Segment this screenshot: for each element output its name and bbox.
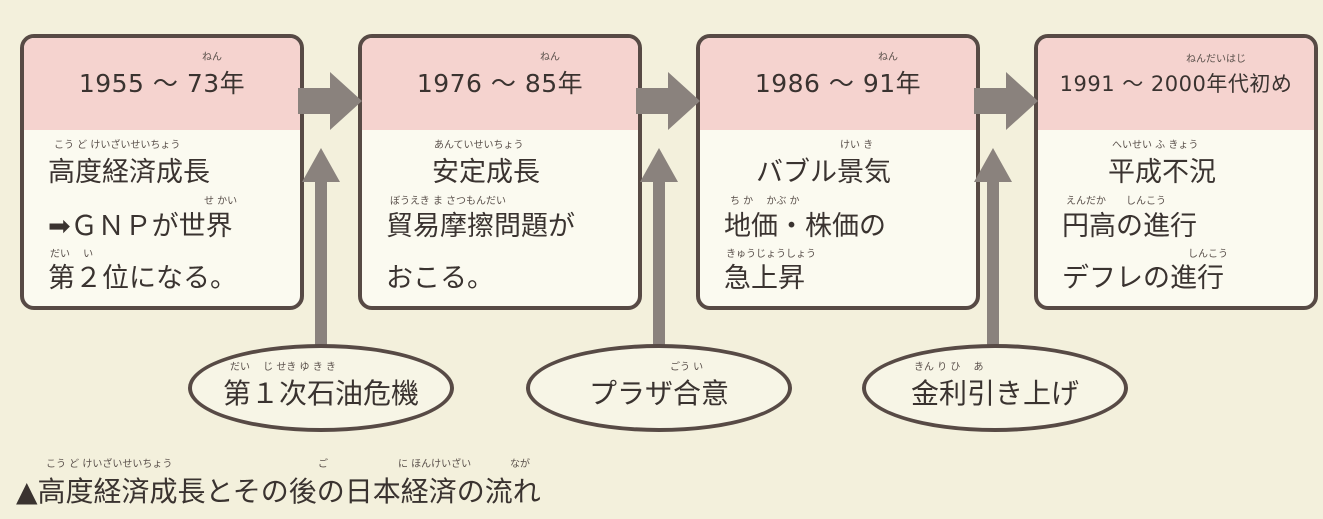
period-label: 1991 ～ 2000年代初め <box>1059 72 1293 96</box>
ruby-text: きん り ひ あ <box>914 362 984 373</box>
period-header <box>1038 38 1314 130</box>
ruby-text: えんだか しんこう <box>1066 196 1166 207</box>
box-line: おこる。 <box>386 263 494 294</box>
caption-ruby: ご <box>318 459 328 470</box>
box-line: 地価・株価の <box>724 211 886 242</box>
figure-caption: ▲高度経済成長とその後の日本経済の流れ <box>16 475 541 508</box>
event-label: 金利引き上げ <box>910 377 1079 410</box>
box-line: 急上昇 <box>724 263 805 294</box>
event-interest-rate-hike: きん り ひ あ 金利引き上げ <box>862 344 1128 432</box>
box-line: 貿易摩擦問題が <box>386 211 575 242</box>
event-label: 第１次石油危機 <box>222 377 419 410</box>
right-arrow-icon <box>636 72 700 130</box>
right-arrow-icon <box>974 72 1038 130</box>
period-header <box>362 38 638 130</box>
box-line: 第２位になる。 <box>48 263 237 294</box>
period-label: 1986 ～ 91年 <box>754 69 922 98</box>
period-box-1955: ねん 1955 ～ 73年 こう ど けいざいせいちょう 高度経済成長 せ かい… <box>20 34 304 310</box>
ruby-text: しんこう <box>1188 249 1228 260</box>
period-ruby: ねんだいはじ <box>1186 54 1246 65</box>
box-line: デフレの進行 <box>1062 263 1224 294</box>
period-box-1976: ねん 1976 ～ 85年 あんていせいちょう 安定成長 ぼうえき ま さつもん… <box>358 34 642 310</box>
box-line: 円高の進行 <box>1062 211 1197 242</box>
period-label: 1976 ～ 85年 <box>416 69 584 98</box>
ruby-text: ち か かぶ か <box>730 196 800 207</box>
period-box-1986: ねん 1986 ～ 91年 けい き バブル景気 ち か かぶ か 地価・株価の… <box>696 34 980 310</box>
right-arrow-icon <box>298 72 362 130</box>
ruby-text: きゅうじょうしょう <box>726 249 816 260</box>
box-line-title: バブル景気 <box>756 157 891 188</box>
caption-ruby: に ほんけいざい <box>398 459 472 470</box>
box-line-title: 高度経済成長 <box>48 157 210 188</box>
period-ruby: ねん <box>540 52 560 63</box>
period-box-1991: ねんだいはじ 1991 ～ 2000年代初め へいせい ふ きょう 平成不況 え… <box>1034 34 1318 310</box>
ruby-text: あんていせいちょう <box>434 140 524 151</box>
period-label: 1955 ～ 73年 <box>78 69 246 98</box>
ruby-text: ごう い <box>670 362 704 373</box>
period-ruby: ねん <box>202 52 222 63</box>
period-header <box>24 38 300 130</box>
event-plaza-accord: ごう い プラザ合意 <box>526 344 792 432</box>
box-line-title: 安定成長 <box>432 157 540 188</box>
up-arrow-icon <box>640 148 678 348</box>
event-label: プラザ合意 <box>588 377 729 410</box>
ruby-text: こう ど けいざいせいちょう <box>54 140 181 151</box>
box-line-title: 平成不況 <box>1108 157 1216 188</box>
caption-ruby: こう ど けいざいせいちょう <box>46 459 173 470</box>
period-header <box>700 38 976 130</box>
ruby-text: だい い <box>50 249 94 260</box>
period-ruby: ねん <box>878 52 898 63</box>
event-oil-crisis: だい じ せき ゆ き き 第１次石油危機 <box>188 344 454 432</box>
caption-ruby: なが <box>510 459 530 470</box>
ruby-text: けい き <box>840 140 874 151</box>
box-line: ➡ＧＮＰが世界 <box>48 211 233 242</box>
ruby-text: ぼうえき ま さつもんだい <box>390 196 507 207</box>
up-arrow-icon <box>974 148 1012 348</box>
ruby-text: せ かい <box>204 196 238 207</box>
up-arrow-icon <box>302 148 340 348</box>
ruby-text: へいせい ふ きょう <box>1112 140 1199 151</box>
ruby-text: だい じ せき ゆ き き <box>230 362 336 373</box>
